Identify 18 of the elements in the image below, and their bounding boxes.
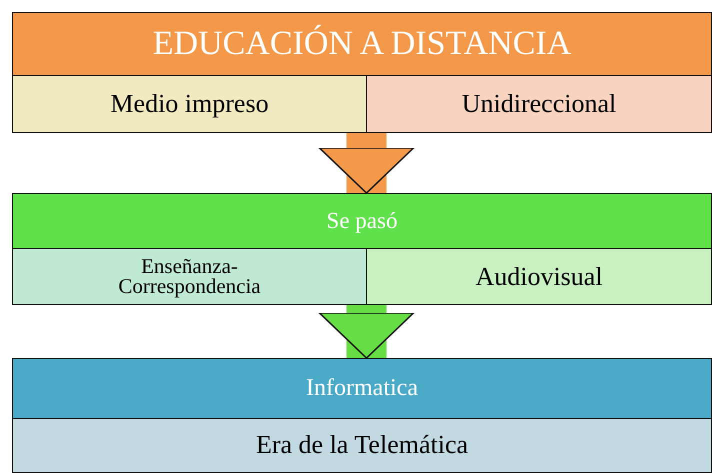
- content-box: [12, 248, 367, 305]
- box-label: Audiovisual: [475, 262, 603, 292]
- content-box: [12, 75, 367, 133]
- block-arrow: [318, 305, 414, 359]
- box-label: Unidireccional: [462, 89, 616, 119]
- box-label: Era de la Telemática: [256, 430, 468, 460]
- header-band: [12, 193, 712, 249]
- box-label: Se pasó: [326, 208, 398, 234]
- header-band: [12, 358, 712, 419]
- content-box: [366, 248, 712, 305]
- content-box: [366, 75, 712, 133]
- box-label: EDUCACIÓN A DISTANCIA: [152, 24, 572, 64]
- box-label: Informatica: [306, 374, 418, 402]
- header-band: [12, 12, 712, 76]
- content-box: [12, 418, 712, 473]
- box-label: Enseñanza-Correspondencia: [117, 256, 262, 296]
- box-label: Medio impreso: [110, 89, 269, 119]
- block-arrow: [318, 133, 414, 194]
